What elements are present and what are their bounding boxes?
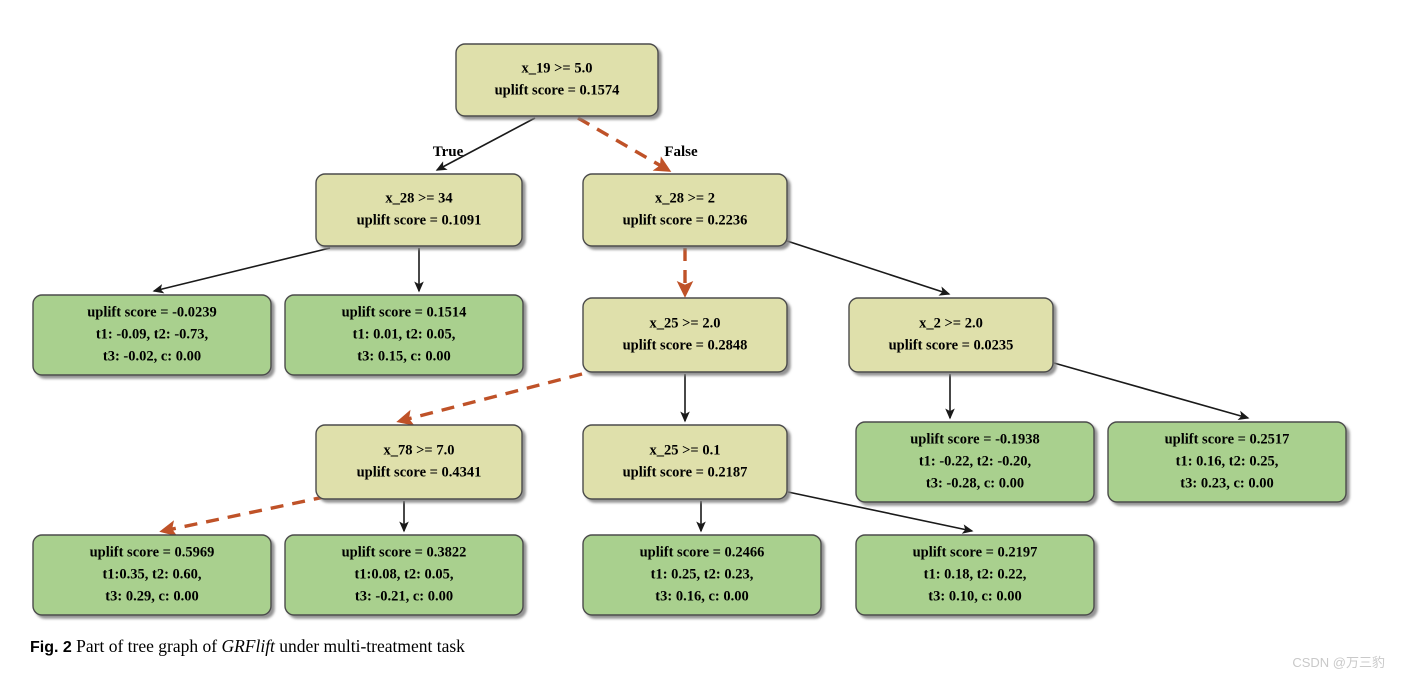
tree-node-leaf_2197[interactable]: uplift score = 0.2197 t1: 0.18, t2: 0.22,…	[855, 534, 1095, 616]
figure-caption: Fig. 2 Part of tree graph of GRFlift und…	[30, 636, 465, 657]
tree-node-leaf_5969[interactable]: uplift score = 0.5969 t1:0.35, t2: 0.60, t…	[32, 534, 272, 616]
node-text-line: uplift score = 0.2466	[640, 544, 765, 560]
node-text-line: t1:0.08, t2: 0.05,	[354, 566, 453, 582]
node-box	[855, 534, 1095, 616]
node-text-line: t3: 0.16, c: 0.00	[655, 588, 748, 604]
node-text-line: uplift score = 0.2236	[623, 212, 748, 228]
node-box	[284, 534, 524, 616]
tree-node-n_x28_2[interactable]: x_28 >= 2 uplift score = 0.2236	[582, 173, 788, 247]
node-text-line: t1: -0.22, t2: -0.20,	[919, 453, 1032, 469]
tree-edge-n_x25_01-to-leaf_2197	[787, 491, 974, 534]
tree-edge-root-to-n_x28_34	[435, 117, 536, 171]
tree-node-leaf_1514[interactable]: uplift score = 0.1514 t1: 0.01, t2: 0.05,…	[284, 294, 524, 376]
node-text-line: uplift score = 0.1091	[357, 212, 482, 228]
node-text-line: t3: 0.15, c: 0.00	[357, 348, 450, 364]
tree-edge-n_x28_2-to-n_x2_2	[783, 239, 951, 296]
caption-text-before: Part of tree graph of	[76, 636, 218, 656]
node-text-line: t1: -0.09, t2: -0.73,	[96, 326, 209, 342]
node-box	[855, 421, 1095, 503]
branch-label-true: True	[433, 144, 464, 160]
node-text-line: t1:0.35, t2: 0.60,	[102, 566, 201, 582]
tree-node-root[interactable]: x_19 >= 5.0 uplift score = 0.1574	[455, 43, 659, 117]
node-text-line: uplift score = -0.1938	[910, 431, 1040, 447]
node-text-line: t3: -0.21, c: 0.00	[355, 588, 453, 604]
node-box	[32, 294, 272, 376]
node-box	[315, 173, 523, 247]
node-text-line: uplift score = 0.2187	[623, 464, 748, 480]
node-text-line: uplift score = 0.5969	[90, 544, 215, 560]
node-box	[32, 534, 272, 616]
node-text-line: t3: 0.29, c: 0.00	[105, 588, 198, 604]
node-text-line: t1: 0.25, t2: 0.23,	[651, 566, 754, 582]
caption-text-after: under multi-treatment task	[279, 636, 465, 656]
node-text-line: t3: 0.10, c: 0.00	[928, 588, 1021, 604]
node-box	[582, 297, 788, 373]
node-text-line: uplift score = 0.2197	[913, 544, 1038, 560]
node-box	[848, 297, 1054, 373]
node-text-line: x_19 >= 5.0	[522, 60, 593, 76]
tree-node-n_x2_2[interactable]: x_2 >= 2.0 uplift score = 0.0235	[848, 297, 1054, 373]
node-text-line: t3: -0.28, c: 0.00	[926, 475, 1024, 491]
node-text-line: x_78 >= 7.0	[384, 442, 455, 458]
tree-node-n_x25_01[interactable]: x_25 >= 0.1 uplift score = 0.2187	[582, 424, 788, 500]
tree-edge-n_x2_2-to-leaf_2517	[1053, 362, 1250, 421]
node-text-line: uplift score = 0.2848	[623, 337, 748, 353]
tree-edges	[152, 116, 1250, 537]
node-text-line: t1: 0.01, t2: 0.05,	[353, 326, 456, 342]
node-box	[582, 534, 822, 616]
node-text-line: x_28 >= 2	[655, 190, 715, 206]
node-text-line: t1: 0.18, t2: 0.22,	[924, 566, 1027, 582]
node-box	[1107, 421, 1347, 503]
watermark-label: CSDN @万三豹	[1292, 655, 1385, 670]
tree-edge-root-to-n_x28_2	[577, 116, 672, 172]
node-text-line: t3: 0.23, c: 0.00	[1180, 475, 1273, 491]
node-text-line: uplift score = 0.4341	[357, 464, 482, 480]
node-text-line: x_28 >= 34	[385, 190, 452, 206]
node-box	[582, 424, 788, 500]
node-text-line: uplift score = 0.1514	[342, 304, 467, 320]
tree-edge-n_x25_2-to-n_x78_7	[396, 372, 583, 426]
tree-node-leaf_2517[interactable]: uplift score = 0.2517 t1: 0.16, t2: 0.25,…	[1107, 421, 1347, 503]
node-text-line: uplift score = 0.0235	[889, 337, 1014, 353]
node-text-line: t1: 0.16, t2: 0.25,	[1176, 453, 1279, 469]
node-text-line: uplift score = 0.3822	[342, 544, 467, 560]
node-text-line: x_25 >= 2.0	[650, 315, 721, 331]
caption-figure-number: Fig. 2	[30, 639, 72, 656]
branch-label-false: False	[664, 144, 698, 160]
node-box	[455, 43, 659, 117]
node-text-line: uplift score = -0.0239	[87, 304, 217, 320]
node-box	[315, 424, 523, 500]
tree-node-leaf_m1938[interactable]: uplift score = -0.1938 t1: -0.22, t2: -0.…	[855, 421, 1095, 503]
node-text-line: uplift score = 0.1574	[495, 82, 620, 98]
tree-node-leaf_3822[interactable]: uplift score = 0.3822 t1:0.08, t2: 0.05, t…	[284, 534, 524, 616]
tree-edge-n_x28_34-to-leaf_m0239	[152, 247, 331, 294]
node-box	[284, 294, 524, 376]
tree-node-n_x25_2[interactable]: x_25 >= 2.0 uplift score = 0.2848	[582, 297, 788, 373]
node-text-line: x_25 >= 0.1	[650, 442, 721, 458]
node-box	[582, 173, 788, 247]
tree-edge-n_x78_7-to-leaf_5969	[159, 490, 349, 537]
node-text-line: uplift score = 0.2517	[1165, 431, 1290, 447]
node-text-line: x_2 >= 2.0	[919, 315, 983, 331]
tree-node-leaf_m0239[interactable]: uplift score = -0.0239 t1: -0.09, t2: -0.…	[32, 294, 272, 376]
node-text-line: t3: -0.02, c: 0.00	[103, 348, 201, 364]
tree-node-n_x78_7[interactable]: x_78 >= 7.0 uplift score = 0.4341	[315, 424, 523, 500]
tree-node-leaf_2466[interactable]: uplift score = 0.2466 t1: 0.25, t2: 0.23,…	[582, 534, 822, 616]
tree-node-n_x28_34[interactable]: x_28 >= 34 uplift score = 0.1091	[315, 173, 523, 247]
branch-labels: True False	[433, 144, 698, 160]
caption-emphasis: GRFlift	[221, 636, 275, 656]
tree-nodes: x_19 >= 5.0 uplift score = 0.1574 x_28 >= …	[32, 43, 1347, 616]
